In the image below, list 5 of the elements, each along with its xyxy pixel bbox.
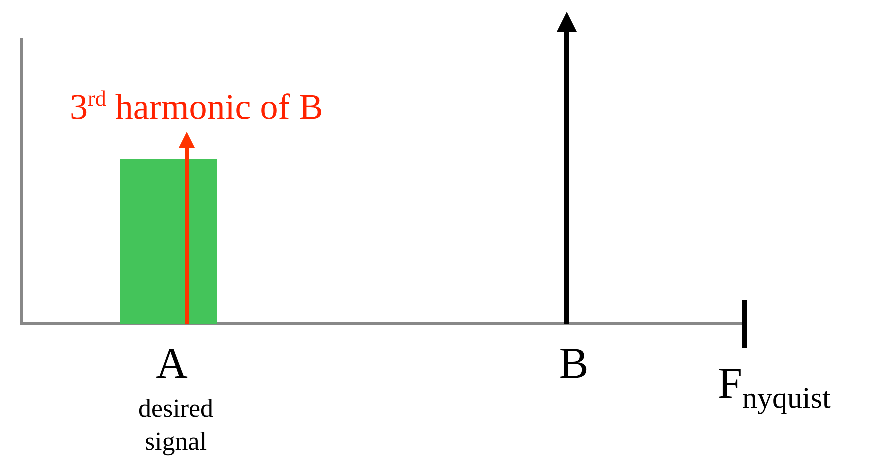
signal-label: desired signal bbox=[137, 393, 215, 458]
nyquist-label: F$_{nyquist}$ bbox=[718, 362, 831, 414]
harmonic-label: 3$^{rd}$ harmonic of B bbox=[70, 88, 324, 125]
frequency-label: A bbox=[156, 342, 188, 386]
frequency-label: B bbox=[559, 342, 589, 386]
